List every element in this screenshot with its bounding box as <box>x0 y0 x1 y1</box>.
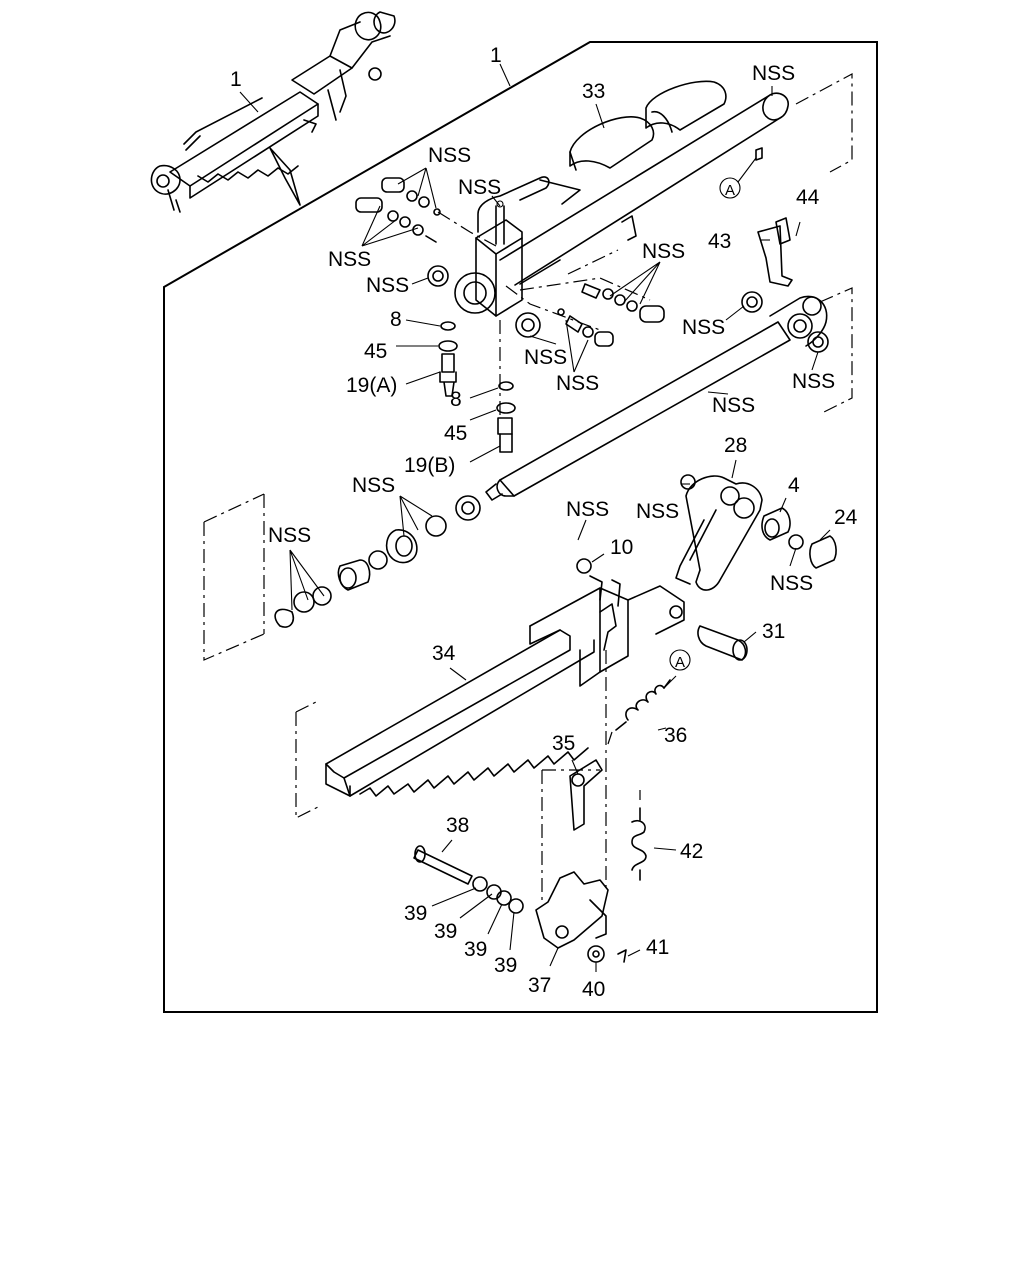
label-8-b: 8 <box>450 388 462 411</box>
label-34: 34 <box>432 642 456 665</box>
fittings-upper <box>355 177 665 420</box>
leader-lines <box>239 63 831 972</box>
bolt-38 <box>413 845 524 914</box>
label-31: 31 <box>762 620 785 643</box>
label-nss-k: NSS <box>352 474 395 497</box>
label-44: 44 <box>796 186 820 209</box>
label-nss-g: NSS <box>524 346 567 369</box>
lever-arm-28 <box>675 474 837 591</box>
label-33: 33 <box>582 80 605 103</box>
label-nss-e: NSS <box>642 240 685 263</box>
label-42: 42 <box>680 840 703 863</box>
label-37: 37 <box>528 974 551 997</box>
label-38: 38 <box>446 814 469 837</box>
long-shaft <box>455 321 791 521</box>
label-8-a: 8 <box>390 308 402 331</box>
marker-a-bottom: A <box>669 649 691 671</box>
label-nss-b: NSS <box>458 176 501 199</box>
pin-31 <box>697 625 748 661</box>
label-43: 43 <box>708 230 731 253</box>
label-nss-h: NSS <box>556 372 599 395</box>
marker-a-text: A <box>725 182 735 199</box>
label-41: 41 <box>646 936 669 959</box>
marker-a-top: A <box>719 177 741 199</box>
upper-shaft-assembly <box>454 92 789 317</box>
lower-housing-34 <box>295 558 685 819</box>
label-39-c: 39 <box>464 938 487 961</box>
marker-a-text: A <box>675 654 685 671</box>
label-36: 36 <box>664 724 687 747</box>
yoke-bracket <box>741 217 829 353</box>
label-40: 40 <box>582 978 605 1001</box>
label-nss-o: NSS <box>268 524 311 547</box>
label-45-a: 45 <box>364 340 387 363</box>
label-19b: 19(B) <box>404 454 455 477</box>
label-19a: 19(A) <box>346 374 397 397</box>
spring-42 <box>631 807 647 881</box>
label-nss-c: NSS <box>328 248 371 271</box>
label-nss-d: NSS <box>366 274 409 297</box>
label-35: 35 <box>552 732 575 755</box>
label-39-b: 39 <box>434 920 457 943</box>
label-39-a: 39 <box>404 902 427 925</box>
lever-35 <box>541 759 641 900</box>
label-nss-a: NSS <box>428 144 471 167</box>
label-39-d: 39 <box>494 954 517 977</box>
label-1: 1 <box>490 44 502 67</box>
spring-36 <box>605 650 671 888</box>
label-10: 10 <box>610 536 633 559</box>
label-4: 4 <box>788 474 800 497</box>
label-45-b: 45 <box>444 422 467 445</box>
label-nss-n: NSS <box>566 498 609 521</box>
callout-labels: 1 1 33 NSS NSS NSS NSS NSS 44 43 NSS 8 4… <box>230 44 858 1001</box>
boot-cover-33 <box>569 80 727 171</box>
overview-assembly <box>150 11 396 213</box>
label-nss-shaft: NSS <box>752 62 795 85</box>
label-nss-l: NSS <box>636 500 679 523</box>
label-24: 24 <box>834 506 858 529</box>
label-28: 28 <box>724 434 747 457</box>
label-nss-f: NSS <box>682 316 725 339</box>
diagram-frame <box>163 41 878 1013</box>
label-nss-j: NSS <box>712 394 755 417</box>
label-1-overview: 1 <box>230 68 242 91</box>
label-nss-m: NSS <box>770 572 813 595</box>
dash-frames <box>567 72 853 415</box>
grease-fittings <box>438 321 516 453</box>
label-nss-i: NSS <box>792 370 835 393</box>
